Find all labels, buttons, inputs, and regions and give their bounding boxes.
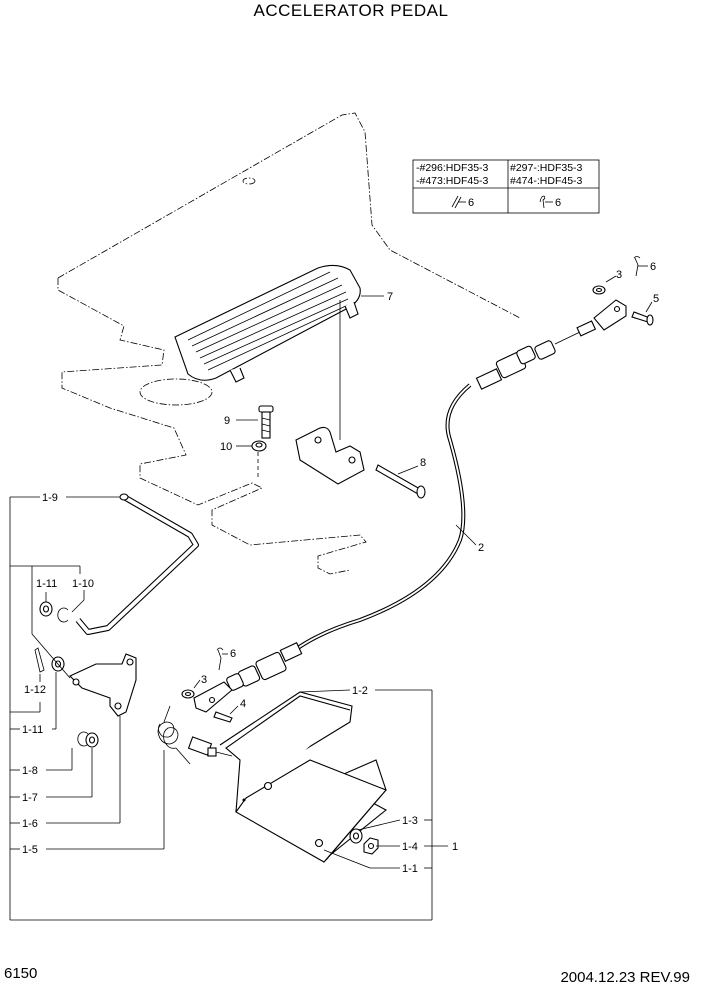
revision-stamp: 2004.12.23 REV.99 xyxy=(560,969,690,986)
page-number: 6150 xyxy=(4,965,38,982)
callout-1: 1 xyxy=(452,841,458,853)
accelerator-pedal-part xyxy=(174,264,361,383)
serial-cell-3: -#473:HDF45-3 xyxy=(416,175,489,187)
link-rod-part xyxy=(75,493,199,635)
callout-1-3: 1-3 xyxy=(402,815,418,827)
callout-1-7: 1-7 xyxy=(22,792,38,804)
serial-cell-4: #474-:HDF45-3 xyxy=(510,175,583,187)
callout-6-top: 6 xyxy=(650,261,656,273)
serial-pin-left-label: 6 xyxy=(468,197,474,209)
serial-cell-2: #297-:HDF35-3 xyxy=(510,162,583,174)
callout-1-12: 1-12 xyxy=(24,684,46,696)
callout-1-11-lower: 1-11 xyxy=(22,724,43,736)
callout-5: 5 xyxy=(653,293,659,305)
pedal-bracket-part xyxy=(295,300,365,485)
callout-7: 7 xyxy=(387,291,393,303)
callout-3-top: 3 xyxy=(616,269,622,281)
callout-1-8: 1-8 xyxy=(22,765,38,777)
accelerator-cable-part xyxy=(181,256,654,723)
callout-1-4: 1-4 xyxy=(402,841,418,853)
bolt-and-nut-parts xyxy=(251,405,274,480)
callout-9: 9 xyxy=(224,415,230,427)
lever-part xyxy=(34,601,137,748)
callout-1-10: 1-10 xyxy=(72,578,94,590)
callout-1-1: 1-1 xyxy=(402,863,418,875)
serial-table xyxy=(412,159,600,214)
callout-4: 4 xyxy=(240,698,246,710)
serial-pin-right-label: 6 xyxy=(555,197,561,209)
serial-cell-1: -#296:HDF35-3 xyxy=(416,162,489,174)
return-spring-part xyxy=(157,705,191,765)
page-title: ACCELERATOR PEDAL xyxy=(253,1,449,20)
callout-2: 2 xyxy=(478,542,484,554)
callout-8: 8 xyxy=(420,457,426,469)
callout-1-9: 1-9 xyxy=(42,492,58,504)
leader-lines xyxy=(9,265,653,921)
callout-1-11-upper: 1-11 xyxy=(36,578,57,590)
long-pin-part xyxy=(375,464,426,499)
callout-3-mid: 3 xyxy=(201,674,207,686)
callout-1-5: 1-5 xyxy=(22,844,38,856)
floor-plate-outline xyxy=(57,112,521,575)
callout-1-6: 1-6 xyxy=(22,818,38,830)
callout-10: 10 xyxy=(220,441,232,453)
main-bracket-part xyxy=(187,691,387,863)
callout-1-2: 1-2 xyxy=(352,685,368,697)
callout-6-mid: 6 xyxy=(230,648,236,660)
